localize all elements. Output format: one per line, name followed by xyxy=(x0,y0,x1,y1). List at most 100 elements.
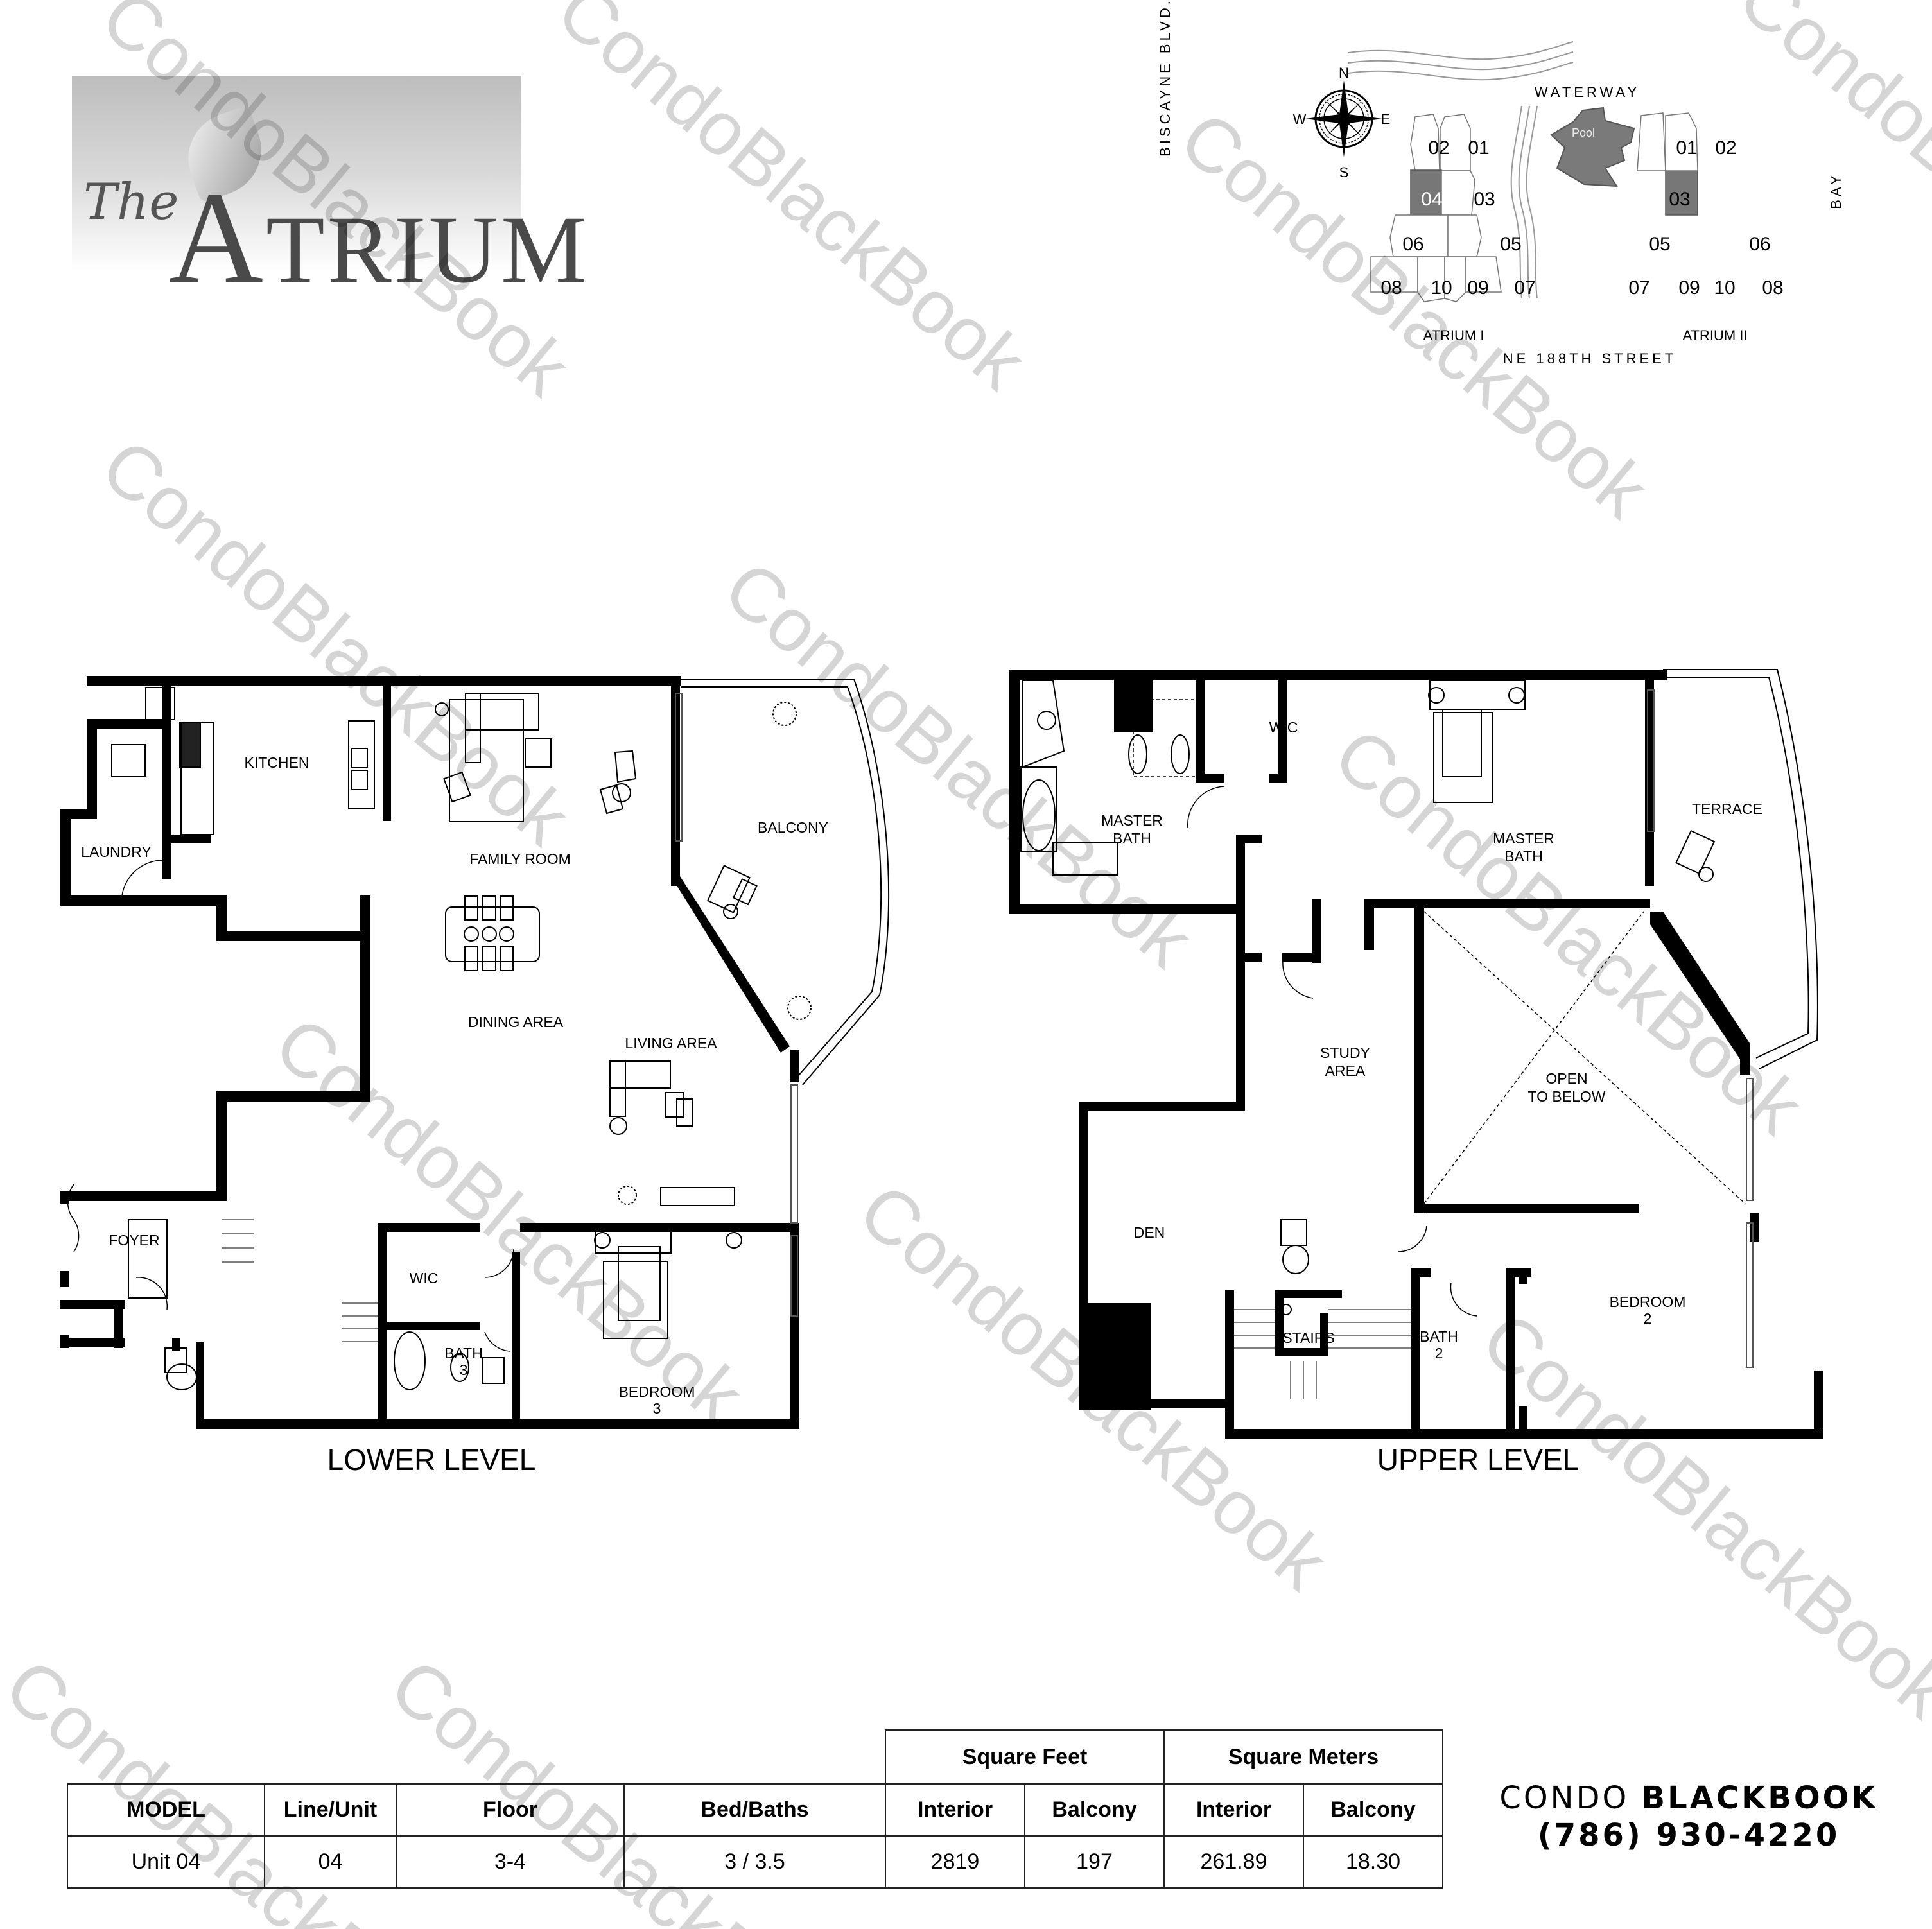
tower-2-unit: 10 xyxy=(1714,277,1735,298)
lower-windows xyxy=(675,693,798,1317)
room-label-master-bath-line2: BATH xyxy=(1113,830,1151,847)
specs-cell-model: Unit 04 xyxy=(67,1835,265,1889)
tv-console-icon xyxy=(660,1187,735,1206)
specs-col-header: Balcony xyxy=(1024,1783,1165,1837)
tower-1-unit: 10 xyxy=(1431,277,1452,298)
specs-cell-sqft-interior: 2819 xyxy=(885,1835,1025,1889)
specs-cell-floor: 3-4 xyxy=(396,1835,625,1889)
specs-col-header: Interior xyxy=(1163,1783,1304,1837)
tower-1-label: ATRIUM I xyxy=(1423,327,1484,343)
dining-table-icon xyxy=(445,906,540,962)
room-label-terrace: TERRACE xyxy=(1692,800,1762,817)
upper-level-title: UPPER LEVEL xyxy=(1377,1443,1579,1476)
room-label-study-area: STUDY xyxy=(1320,1044,1370,1061)
specs-col-header: Interior xyxy=(885,1783,1025,1837)
logo-background xyxy=(72,76,521,294)
lower-level-plan: KITCHEN LAUNDRY FAMILY ROOM BALCONY DINI… xyxy=(60,676,890,1476)
room-label-laundry: LAUNDRY xyxy=(81,843,152,860)
stair-core xyxy=(128,1219,168,1299)
room-label-bath-2: BATH xyxy=(1420,1328,1458,1345)
room-label-balcony: BALCONY xyxy=(758,819,828,836)
room-label-bedroom: BEDROOM xyxy=(619,1383,695,1400)
room-label-master-bath: MASTER xyxy=(1101,812,1163,829)
specs-cell-line-unit: 04 xyxy=(264,1835,397,1889)
logo-prefix: The xyxy=(83,173,179,231)
compass-s: S xyxy=(1339,164,1349,180)
tower-1-plan xyxy=(1370,114,1502,302)
room-label-family-room: FAMILY ROOM xyxy=(469,851,571,867)
sectional-sofa-icon xyxy=(609,1060,671,1089)
powder-toilet-icon xyxy=(166,1363,197,1390)
master-tub-icon xyxy=(1022,779,1056,851)
unit-specs-table: Square Feet Square Meters MODEL Line/Uni… xyxy=(67,1729,1443,1889)
watermark-text: CondoBlackBook xyxy=(1466,1296,1932,1735)
bath2-toilet-icon xyxy=(1282,1245,1309,1274)
tower-1-unit: 03 xyxy=(1474,189,1495,210)
specs-group-sqft: Square Feet xyxy=(885,1729,1165,1785)
coffee-table xyxy=(525,738,552,768)
shower-icon xyxy=(1022,680,1065,768)
room-label-den: DEN xyxy=(1134,1224,1165,1241)
tower-2-unit: 03 xyxy=(1669,189,1690,210)
watermark-text: CondoBlackBook xyxy=(259,1001,759,1440)
room-label-upper-wic: WIC xyxy=(1269,719,1298,736)
room-label-master-suite: MASTER xyxy=(1493,830,1554,847)
washer-icon xyxy=(111,744,146,777)
master-vanity-icon xyxy=(1052,842,1118,876)
room-label-open-to-below: OPEN xyxy=(1545,1070,1587,1087)
watermark-text: CondoBlackBook xyxy=(708,545,1208,984)
specs-cell-sqft-balcony: 197 xyxy=(1024,1835,1165,1889)
tower-2-unit: 01 xyxy=(1676,137,1697,159)
rug xyxy=(449,699,524,822)
tower-2-unit: 06 xyxy=(1749,234,1770,255)
lower-level-title: LOWER LEVEL xyxy=(327,1443,536,1476)
brand-name: CONDO BLACKBOOK xyxy=(1470,1779,1907,1817)
tower-1-unit: 01 xyxy=(1468,137,1489,159)
upper-windows xyxy=(1647,689,1754,1368)
upper-furniture xyxy=(1020,680,1716,1315)
bed-icon xyxy=(618,1246,661,1321)
lower-furniture xyxy=(111,687,758,1390)
upper-level-walls xyxy=(1009,670,1823,1439)
nightstands-headboard xyxy=(595,1225,672,1254)
site-key: N S E W BISCAYNE BLVD. WATERWAY NE 188TH… xyxy=(1157,0,1844,367)
tower-2-unit-highlighted: 04 xyxy=(1721,189,1742,210)
compass-w: W xyxy=(1293,111,1307,127)
terrace-lounge-icon xyxy=(1675,829,1716,875)
master-toilet-icon xyxy=(1128,734,1147,774)
brand-phone[interactable]: (786) 930-4220 xyxy=(1537,1817,1840,1853)
brand-word-condo: CONDO xyxy=(1499,1780,1630,1816)
tower-1-units: 02 01 04 03 06 05 08 10 09 07 xyxy=(1380,137,1535,298)
lower-stairs xyxy=(222,1219,378,1342)
room-label-dining-area: DINING AREA xyxy=(468,1014,564,1030)
brand-word-blackbook: BLACKBOOK xyxy=(1641,1780,1878,1816)
lamp-icon xyxy=(435,702,449,716)
tower-1-unit: 06 xyxy=(1402,234,1423,255)
master-bed-icon xyxy=(1442,709,1482,777)
street-west-label: BISCAYNE BLVD. xyxy=(1157,0,1173,157)
room-label-bath: BATH xyxy=(444,1345,483,1362)
specs-col-header: Floor xyxy=(396,1783,625,1837)
compass-e: E xyxy=(1381,111,1391,127)
bay-label: BAY xyxy=(1828,172,1844,209)
specs-group-header-row: Square Feet Square Meters xyxy=(67,1729,1443,1785)
specs-col-header: MODEL xyxy=(67,1783,265,1837)
cooktop-icon xyxy=(179,722,201,768)
specs-data-row: Unit 04 04 3-4 3 / 3.5 2819 197 261.89 1… xyxy=(67,1835,1443,1889)
fridge xyxy=(145,687,175,720)
specs-col-header: Line/Unit xyxy=(264,1783,397,1837)
specs-group-sqm: Square Meters xyxy=(1163,1729,1443,1785)
room-label-bath-number: 3 xyxy=(460,1362,468,1378)
tower-2-unit: 08 xyxy=(1762,277,1783,298)
watermark-text: CondoBlackBook xyxy=(85,423,586,862)
chess-board-icon xyxy=(443,771,471,803)
lower-level-walls xyxy=(60,676,799,1429)
tower-1-unit: 02 xyxy=(1428,137,1449,159)
watermark-text: CondoBlackBook xyxy=(843,1168,1343,1607)
logo-name: ATRIUM xyxy=(168,172,589,304)
lower-plants xyxy=(618,702,812,1205)
tower-1-unit-highlighted: 04 xyxy=(1421,189,1442,210)
specs-cell-sqm-balcony: 18.30 xyxy=(1303,1835,1443,1889)
tower-2-label: ATRIUM II xyxy=(1682,327,1747,343)
room-label-bedroom-number: 3 xyxy=(653,1400,661,1417)
